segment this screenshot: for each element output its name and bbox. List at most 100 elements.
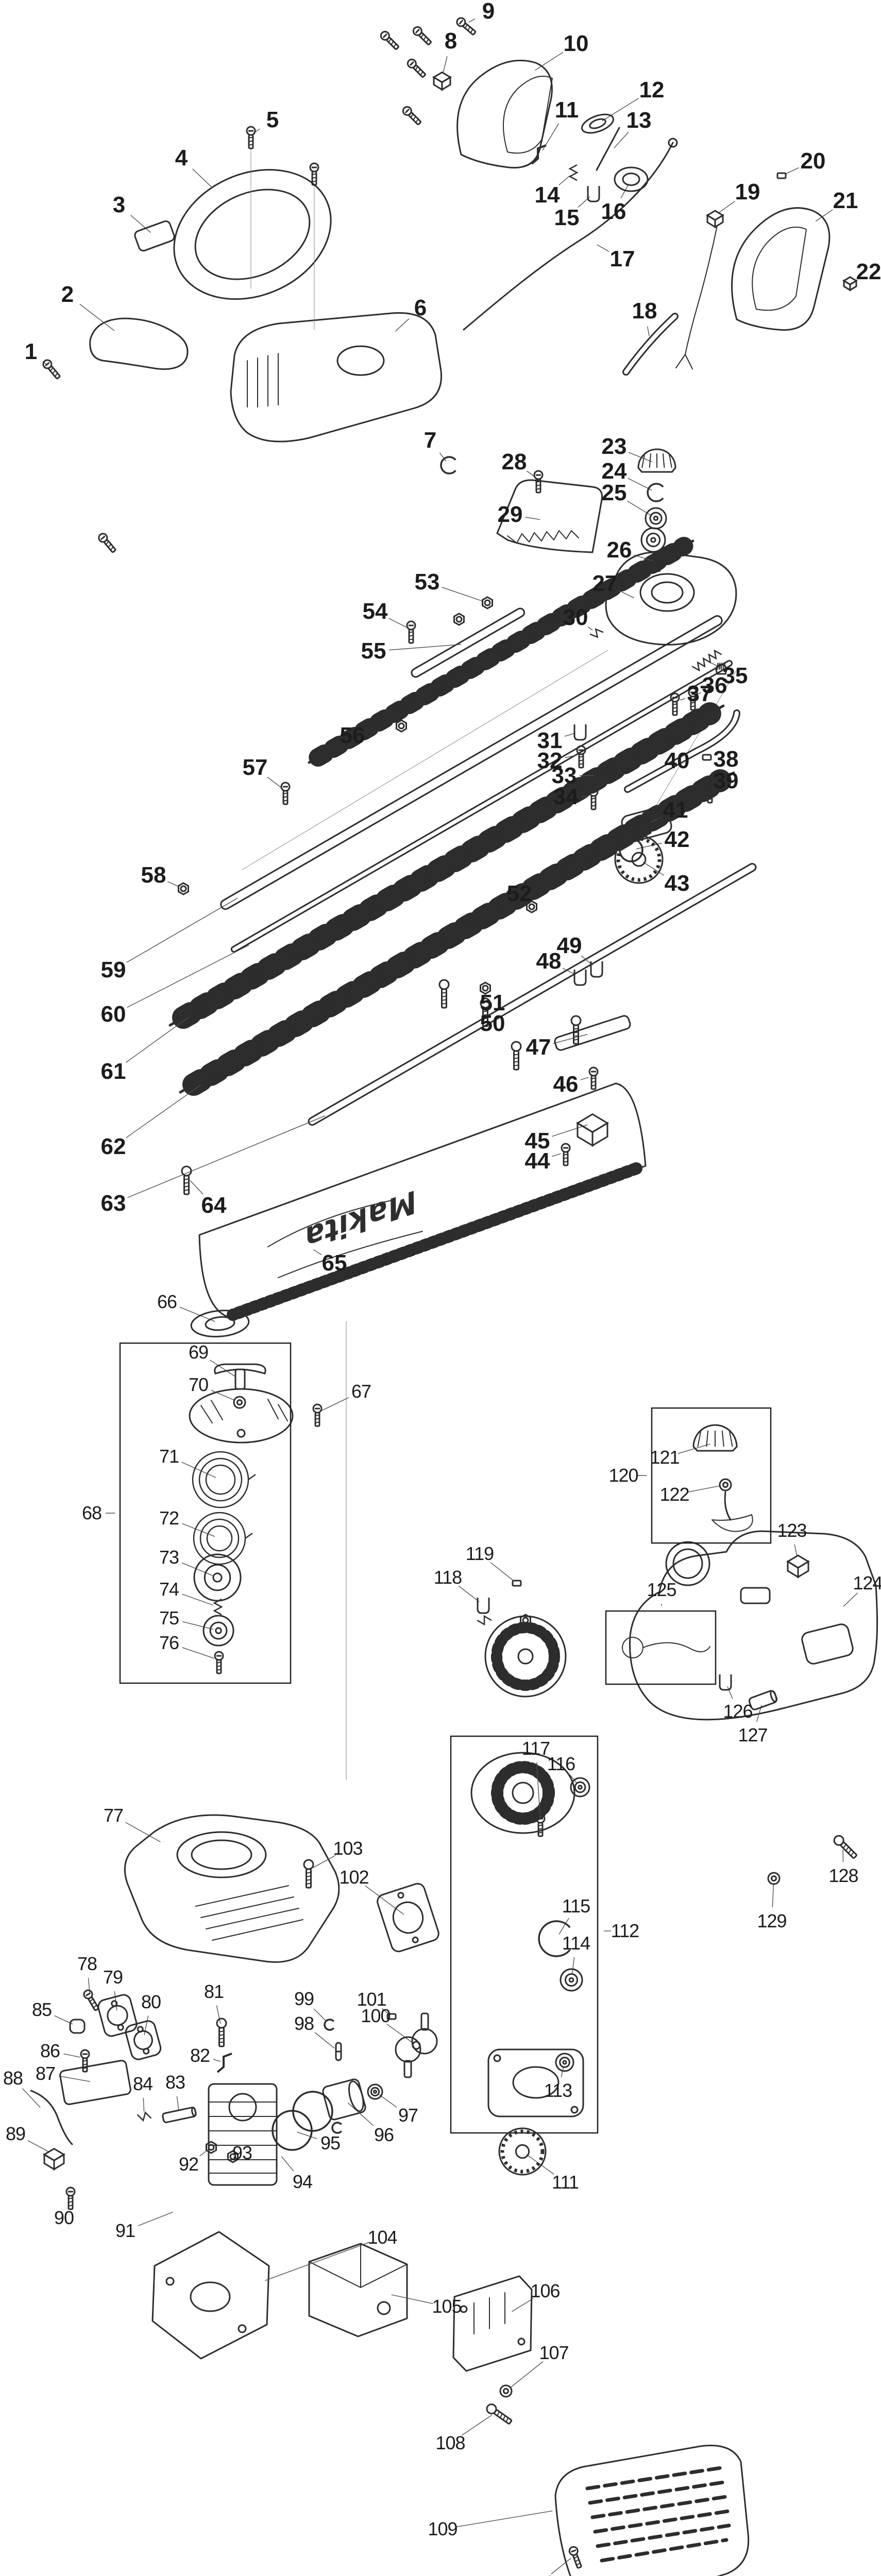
part-label-85: 85 <box>31 1999 52 2020</box>
part-label-71: 71 <box>159 1446 179 1467</box>
part-glyph-decor <box>331 2122 343 2134</box>
part-glyph-121 <box>692 1424 738 1452</box>
leader-line-2 <box>79 303 115 331</box>
leader-line-4 <box>192 168 213 189</box>
leader-line-9 <box>468 18 476 23</box>
part-glyph-35 <box>691 649 722 672</box>
leader-line-59 <box>126 897 238 963</box>
part-label-54: 54 <box>362 599 388 624</box>
part-glyph-decor <box>406 58 426 78</box>
leader-line-44 <box>552 1153 561 1157</box>
leader-line-99 <box>313 2008 327 2022</box>
part-glyph-93 <box>227 2150 239 2163</box>
leader-line-81 <box>216 2005 221 2024</box>
part-label-126: 126 <box>723 1701 753 1722</box>
part-glyph-116 <box>570 1777 590 1798</box>
part-label-58: 58 <box>141 862 166 888</box>
part-glyph-44 <box>561 1143 571 1166</box>
part-glyph-119 <box>512 1580 522 1587</box>
backing-bar <box>220 615 723 910</box>
part-glyph-67 <box>312 1403 323 1427</box>
part-label-39: 39 <box>713 768 739 793</box>
part-glyph-3 <box>134 220 175 252</box>
part-glyph-15 <box>587 186 600 202</box>
part-label-53: 53 <box>414 569 440 595</box>
part-label-7: 7 <box>423 428 437 453</box>
part-glyph-115 <box>538 1920 571 1957</box>
part-glyph-51 <box>480 981 491 995</box>
leader-line-6 <box>395 318 410 332</box>
part-glyph-38 <box>702 754 712 761</box>
part-glyph-45 <box>576 1113 609 1147</box>
leader-line-28 <box>527 470 535 477</box>
part-label-35: 35 <box>722 663 748 688</box>
part-label-100: 100 <box>361 2005 391 2026</box>
part-glyph-48 <box>573 970 587 986</box>
gear-case-outline <box>605 551 737 646</box>
loop-handle-outline <box>173 168 332 300</box>
part-label-123: 123 <box>777 1520 807 1541</box>
part-label-104: 104 <box>367 2227 397 2248</box>
leader-line-43 <box>643 861 665 876</box>
part-label-119: 119 <box>465 1543 494 1564</box>
leader-line-63 <box>127 1115 326 1198</box>
part-glyph-127 <box>748 1690 778 1710</box>
part-glyph-113 <box>555 2053 574 2072</box>
part-glyph-80 <box>125 2020 162 2060</box>
part-glyph-99 <box>324 2019 335 2031</box>
leader-line-69 <box>210 1360 236 1378</box>
part-glyph-122 <box>719 1478 732 1492</box>
part-label-49: 49 <box>556 933 582 958</box>
part-glyph-114 <box>560 1968 583 1992</box>
part-label-86: 86 <box>40 2040 60 2061</box>
boxes-layer <box>119 1342 772 2134</box>
part-label-94: 94 <box>292 2171 313 2192</box>
part-label-118: 118 <box>433 1567 462 1588</box>
part-glyph-88 <box>30 2090 73 2145</box>
part-label-33: 33 <box>551 763 577 788</box>
part-label-14: 14 <box>534 182 560 208</box>
leader-line-17 <box>597 244 609 252</box>
fan-housing-outline <box>470 1752 575 1834</box>
part-glyph-57 <box>280 782 291 805</box>
leader-line-103 <box>313 1855 336 1868</box>
leader-line-27 <box>618 590 635 599</box>
leader-line-94 <box>281 2156 294 2172</box>
leader-line-19 <box>719 200 735 213</box>
part-glyph-24 <box>647 483 664 502</box>
part-glyph-decor <box>477 1615 492 1626</box>
leader-line-36 <box>697 692 701 695</box>
part-glyph-decor <box>98 533 116 553</box>
part-glyph-118 <box>477 1598 490 1614</box>
muffler-cover-outline <box>554 2445 750 2576</box>
part-glyph-decor <box>715 663 727 675</box>
part-label-124: 124 <box>853 1572 881 1594</box>
part-label-10: 10 <box>563 31 589 56</box>
part-glyph-84 <box>137 2111 152 2122</box>
rear-handle-right-outline <box>731 207 831 331</box>
part-label-73: 73 <box>159 1547 179 1568</box>
part-label-51: 51 <box>480 990 505 1015</box>
leader-line-62 <box>126 1084 201 1139</box>
part-glyph-28 <box>533 470 544 494</box>
part-glyph-89 <box>43 2147 65 2171</box>
part-glyph-96 <box>322 2078 366 2121</box>
part-glyph-107 <box>499 2384 513 2398</box>
part-glyph-decor <box>380 30 399 50</box>
part-glyph-22 <box>842 276 858 292</box>
part-label-13: 13 <box>626 108 652 133</box>
part-glyph-decor <box>640 527 666 553</box>
part-glyph-78 <box>83 1989 99 2011</box>
leader-line-46 <box>580 1077 589 1080</box>
leader-line-13 <box>614 131 629 149</box>
part-label-75: 75 <box>159 1607 179 1629</box>
part-label-112: 112 <box>611 1920 639 1941</box>
cutter-blade-lower <box>179 769 735 1096</box>
muffler-gasket-outline <box>151 2231 270 2360</box>
part-label-105: 105 <box>432 2296 462 2317</box>
part-glyph-85 <box>69 2019 86 2034</box>
leader-line-14 <box>558 176 570 185</box>
part-label-63: 63 <box>100 1191 126 1216</box>
leader-line-20 <box>786 167 800 174</box>
